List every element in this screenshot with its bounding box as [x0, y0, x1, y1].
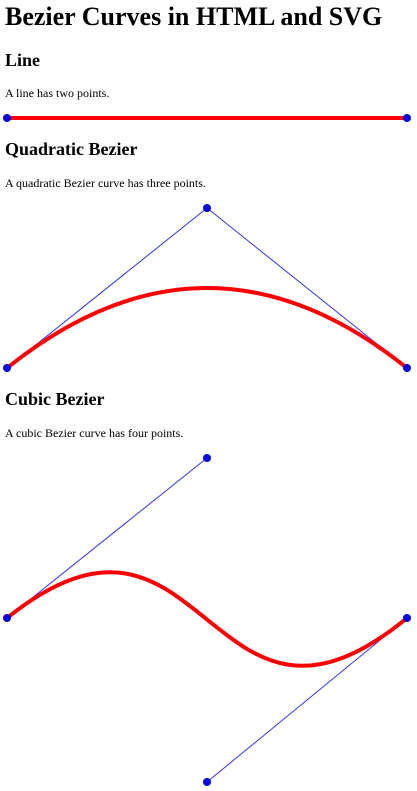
cubic-end-control-line	[206, 617, 408, 783]
cubic-end-point[interactable]	[403, 614, 411, 622]
quadratic-diagram	[3, 204, 411, 372]
cubic-description: A cubic Bezier curve has four points.	[5, 426, 184, 440]
line-heading: Line	[5, 50, 41, 70]
cubic-heading: Cubic Bezier	[5, 389, 105, 409]
quadratic-heading: Quadratic Bezier	[5, 139, 138, 159]
cubic-diagram	[3, 454, 411, 786]
quadratic-end-point[interactable]	[403, 364, 411, 372]
cubic-start-point[interactable]	[3, 614, 11, 622]
line-end-point[interactable]	[403, 114, 411, 122]
cubic-curve	[5, 570, 409, 668]
quadratic-description: A quadratic Bezier curve has three point…	[5, 176, 206, 190]
quadratic-control-point[interactable]	[203, 204, 211, 212]
quadratic-curve	[5, 286, 409, 370]
line-description: A line has two points.	[5, 86, 110, 100]
quadratic-start-point[interactable]	[3, 364, 11, 372]
line-start-point[interactable]	[3, 114, 11, 122]
cubic-start-control-line	[6, 457, 208, 619]
line-diagram	[3, 114, 411, 122]
cubic-control-point-1[interactable]	[203, 454, 211, 462]
page-title: Bezier Curves in HTML and SVG	[5, 2, 383, 31]
cubic-control-point-2[interactable]	[203, 778, 211, 786]
